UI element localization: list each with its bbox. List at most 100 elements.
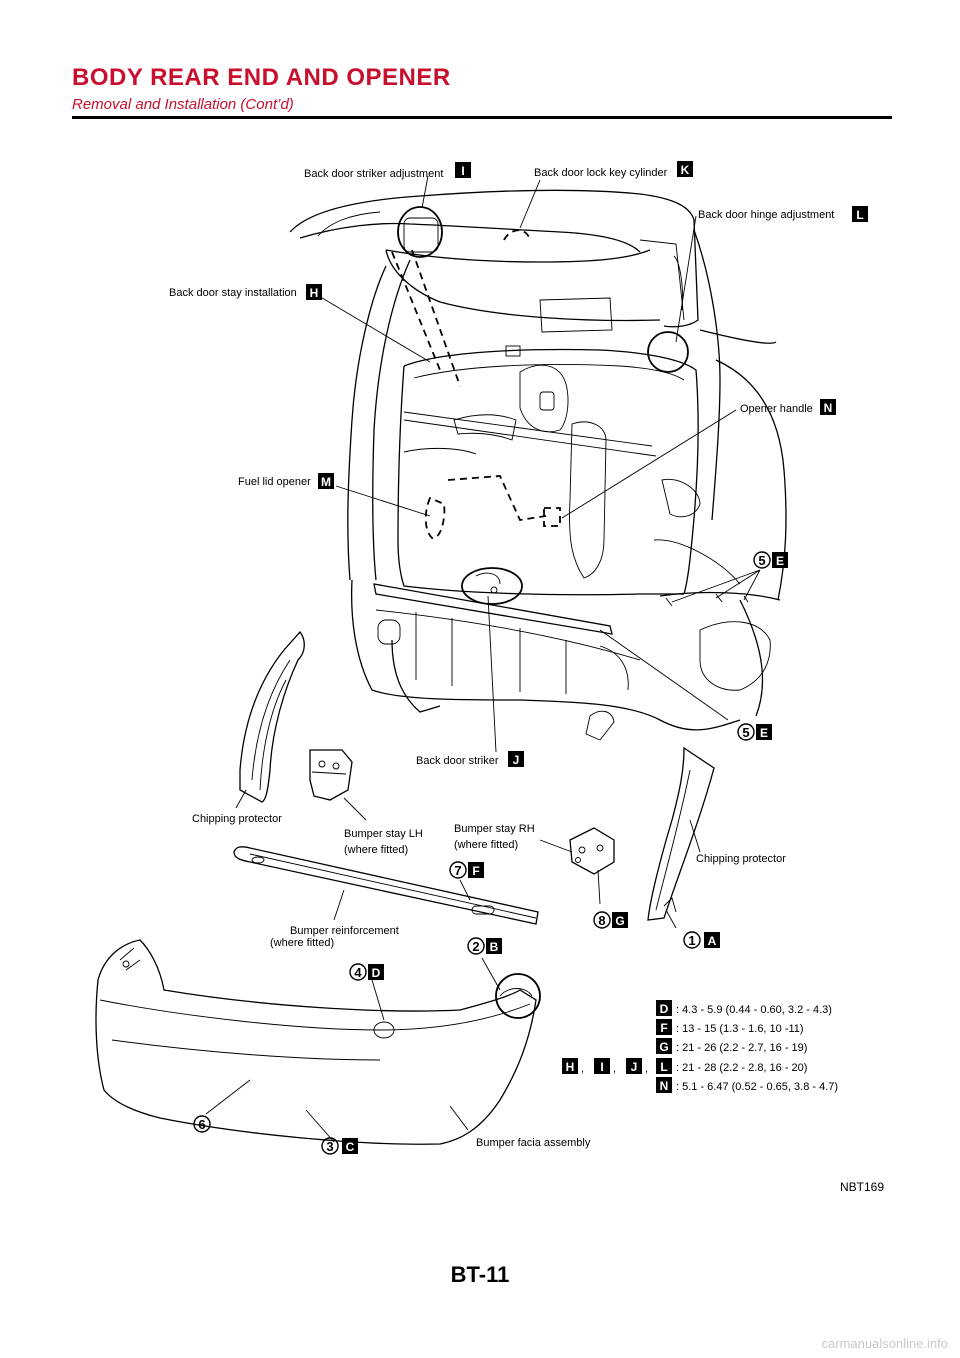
callout-F: F xyxy=(468,862,484,878)
svg-text:K: K xyxy=(681,163,690,177)
label-back-door-striker-adjustment: Back door striker adjustment xyxy=(304,168,443,180)
svg-text:F: F xyxy=(660,1021,667,1035)
svg-text:,: , xyxy=(645,1063,648,1075)
label-bumper-facia-assembly: Bumper facia assembly xyxy=(476,1137,591,1149)
svg-text:I: I xyxy=(600,1060,603,1074)
number-5-lower: 5 xyxy=(737,723,755,741)
spec-G: : 21 - 26 (2.2 - 2.7, 16 - 19) xyxy=(676,1042,807,1054)
vehicle-rear-body xyxy=(289,189,787,741)
svg-text:1: 1 xyxy=(688,933,695,948)
svg-text:N: N xyxy=(660,1079,669,1093)
label-opener-handle: Opener handle xyxy=(740,403,813,415)
callout-N: N xyxy=(820,399,836,415)
label-back-door-stay-installation: Back door stay installation xyxy=(169,287,297,299)
label-back-door-striker: Back door striker xyxy=(416,755,499,767)
label-bumper-stay-rh-note: (where fitted) xyxy=(454,839,518,851)
spec-row-F: F : 13 - 15 (1.3 - 1.6, 10 -11) xyxy=(656,1019,804,1035)
svg-text:G: G xyxy=(659,1040,668,1054)
callout-K: K xyxy=(677,161,693,177)
callout-E-upper: E xyxy=(772,552,788,568)
svg-text:L: L xyxy=(856,208,863,222)
number-callouts: 5 5 7 8 1 2 4 6 3 xyxy=(193,551,771,1155)
callout-J: J xyxy=(508,751,524,767)
callout-I: I xyxy=(455,162,471,178)
svg-text:I: I xyxy=(461,164,464,178)
svg-text:H: H xyxy=(566,1060,575,1074)
chipping-protector-right xyxy=(647,746,715,921)
svg-text:G: G xyxy=(615,914,624,928)
svg-text:L: L xyxy=(660,1060,667,1074)
callout-E-lower: E xyxy=(756,724,772,740)
leader-lines xyxy=(205,175,761,1143)
torque-spec-legend: D : 4.3 - 5.9 (0.44 - 0.60, 3.2 - 4.3) F… xyxy=(562,1000,838,1093)
svg-text:D: D xyxy=(372,966,381,980)
svg-text:2: 2 xyxy=(472,939,479,954)
callout-A: A xyxy=(704,932,720,948)
number-7: 7 xyxy=(449,861,467,879)
callout-G: G xyxy=(612,912,628,928)
svg-text:5: 5 xyxy=(758,553,765,568)
label-bumper-stay-rh: Bumper stay RH xyxy=(454,823,535,835)
svg-text:J: J xyxy=(513,753,520,767)
callout-B: B xyxy=(486,938,502,954)
svg-text:3: 3 xyxy=(326,1139,333,1154)
letter-callouts: I K L H N M J E E F G A B D C xyxy=(306,161,868,1154)
chipping-protector-left xyxy=(239,630,305,803)
svg-text:8: 8 xyxy=(598,913,605,928)
spec-D: : 4.3 - 5.9 (0.44 - 0.60, 3.2 - 4.3) xyxy=(676,1004,832,1016)
svg-text:E: E xyxy=(776,554,784,568)
svg-text:,: , xyxy=(581,1063,584,1075)
svg-text:,: , xyxy=(613,1063,616,1075)
label-chipping-protector-right: Chipping protector xyxy=(696,853,786,865)
svg-text:C: C xyxy=(346,1140,355,1154)
spec-row-HIJL: H , I , J , L : 21 - 28 (2.2 - 2.8, 16 -… xyxy=(562,1058,807,1075)
spec-N: : 5.1 - 6.47 (0.52 - 0.65, 3.8 - 4.7) xyxy=(676,1081,838,1093)
label-fuel-lid-opener: Fuel lid opener xyxy=(238,476,311,488)
label-back-door-lock-key-cylinder: Back door lock key cylinder xyxy=(534,167,668,179)
label-bumper-stay-lh-note: (where fitted) xyxy=(344,844,408,856)
svg-text:B: B xyxy=(490,940,499,954)
number-5-upper: 5 xyxy=(753,551,771,569)
page-number: BT-11 xyxy=(450,1262,510,1287)
number-8: 8 xyxy=(593,911,611,929)
label-bumper-reinforcement: Bumper reinforcement xyxy=(290,925,399,937)
label-chipping-protector-left: Chipping protector xyxy=(192,813,282,825)
svg-text:H: H xyxy=(310,286,319,300)
bumper-facia-assembly xyxy=(95,939,541,1145)
text-labels: Back door striker adjustment Back door l… xyxy=(169,167,834,1149)
number-4: 4 xyxy=(349,963,367,981)
callout-D: D xyxy=(368,964,384,980)
svg-text:F: F xyxy=(472,864,479,878)
svg-text:E: E xyxy=(760,726,768,740)
bumper-stay-rh xyxy=(569,827,615,875)
number-3: 3 xyxy=(321,1137,339,1155)
spec-row-D: D : 4.3 - 5.9 (0.44 - 0.60, 3.2 - 4.3) xyxy=(656,1000,832,1016)
watermark: carmanualsonline.info xyxy=(821,1336,948,1351)
section-subtitle: Removal and Installation (Cont’d) xyxy=(72,96,294,113)
svg-text:A: A xyxy=(708,934,717,948)
section-title: BODY REAR END AND OPENER xyxy=(72,64,451,91)
number-2: 2 xyxy=(467,937,485,955)
spec-HIJL: : 21 - 28 (2.2 - 2.8, 16 - 20) xyxy=(676,1062,807,1074)
svg-text:4: 4 xyxy=(354,965,362,980)
label-bumper-stay-lh: Bumper stay LH xyxy=(344,828,423,840)
header-rule xyxy=(72,116,892,119)
callout-H: H xyxy=(306,284,322,300)
bumper-reinforcement xyxy=(233,846,539,925)
svg-text:6: 6 xyxy=(198,1117,205,1132)
svg-text:J: J xyxy=(631,1060,638,1074)
spec-F: : 13 - 15 (1.3 - 1.6, 10 -11) xyxy=(676,1023,804,1035)
label-back-door-hinge-adjustment: Back door hinge adjustment xyxy=(698,209,834,221)
svg-text:5: 5 xyxy=(742,725,749,740)
svg-text:M: M xyxy=(321,475,331,489)
callout-M: M xyxy=(318,473,334,489)
bumper-stay-lh xyxy=(309,749,353,801)
callout-L: L xyxy=(852,206,868,222)
figure-id: NBT169 xyxy=(840,1180,885,1194)
spec-row-N: N : 5.1 - 6.47 (0.52 - 0.65, 3.8 - 4.7) xyxy=(656,1077,838,1093)
spec-row-G: G : 21 - 26 (2.2 - 2.7, 16 - 19) xyxy=(656,1038,807,1054)
svg-text:N: N xyxy=(824,401,833,415)
label-bumper-reinforcement-note: (where fitted) xyxy=(270,937,334,949)
number-1: 1 xyxy=(683,931,701,949)
